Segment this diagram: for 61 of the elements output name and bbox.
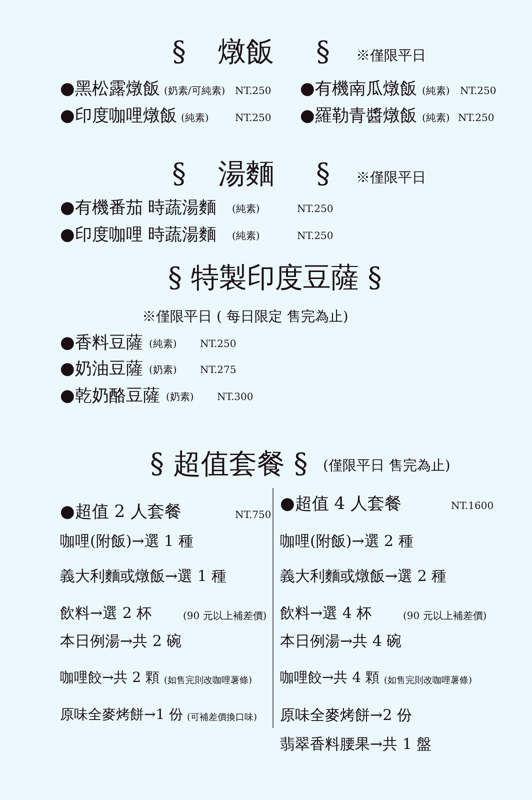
set-item: 飲料→選 2 杯 <box>60 605 152 622</box>
set-item: 本日例湯→共 4 碗 <box>280 633 402 650</box>
menu-item: ●黑松露燉飯 <box>60 80 160 100</box>
section-heading: § <box>316 36 330 68</box>
small-note: (90 元以上補差價) <box>403 611 487 622</box>
note-text: ※僅限平日 <box>356 170 426 186</box>
price-text: NT.1600 <box>451 501 494 512</box>
set-item: 義大利麵或燉飯→選 1 種 <box>60 568 227 586</box>
note-text: (僅限平日 售完為止) <box>323 458 450 474</box>
menu-item: ●乾奶酪豆薩 <box>60 387 160 407</box>
small-note: (如售完則改咖哩薯條) <box>384 676 472 686</box>
menu-item: ●奶油豆薩 <box>60 360 143 380</box>
diet-note: (奶素) <box>166 392 194 404</box>
menu-item: ●超值 2 人套餐 <box>60 503 182 523</box>
diet-note: (純素) <box>422 86 450 98</box>
diet-note: (奶素) <box>149 365 177 376</box>
price-text: NT.275 <box>200 365 236 376</box>
price-text: NT.250 <box>235 113 272 124</box>
set-item: 咖哩(附飯)→選 1 種 <box>60 533 194 550</box>
menu-item: ●有機南瓜燉飯 <box>300 80 417 100</box>
menu-item: ●印度咖哩燉飯 <box>60 107 177 127</box>
section-heading: 燉飯 <box>218 36 274 68</box>
section-heading: § 特製印度豆薩 § <box>168 262 382 294</box>
set-item: 飲料→選 4 杯 <box>280 605 372 622</box>
small-note: (可補差價換口味) <box>187 713 258 724</box>
small-note: (如售完則改咖哩薯條) <box>164 676 252 686</box>
section-heading: 湯麵 <box>218 158 274 190</box>
section-heading: § <box>316 158 330 190</box>
price-text: NT.250 <box>297 204 334 216</box>
menu-item: ●印度咖哩 時蔬湯麵 <box>60 226 216 246</box>
price-text: NT.250 <box>235 86 272 98</box>
set-item: 翡翠香料腰果→共 1 盤 <box>280 736 432 754</box>
set-item: 義大利麵或燉飯→選 2 種 <box>280 568 447 586</box>
note-text: ※僅限平日 <box>356 48 426 64</box>
price-text: NT.250 <box>458 113 494 124</box>
set-item: 咖哩餃→共 4 顆 <box>280 670 380 686</box>
diet-note: (純素) <box>232 204 260 216</box>
set-item: 咖哩餃→共 2 顆 <box>60 670 160 686</box>
price-text: NT.300 <box>217 392 254 404</box>
price-text: NT.750 <box>235 510 272 522</box>
section-heading: § <box>172 158 186 190</box>
small-note: (90 元以上補差價) <box>183 611 267 622</box>
diet-note: (純素) <box>422 113 450 124</box>
diet-note: (純素) <box>232 231 260 242</box>
menu-item: ●羅勒青醬燉飯 <box>300 107 417 127</box>
menu-item: ●香料豆薩 <box>60 334 143 354</box>
set-item: 原味全麥烤餅→2 份 <box>280 707 412 724</box>
price-text: NT.250 <box>297 231 334 242</box>
set-item: 咖哩(附飯)→選 2 種 <box>280 533 414 550</box>
note-text: ※僅限平日 ( 每日限定 售完為止) <box>142 309 348 326</box>
menu-item: ●超值 4 人套餐 <box>280 495 402 515</box>
price-text: NT.250 <box>460 86 496 98</box>
diet-note: (純素) <box>181 113 209 124</box>
section-heading: § <box>172 36 186 68</box>
price-text: NT.250 <box>200 339 236 350</box>
menu-item: ●有機番茄 時蔬湯麵 <box>60 199 216 219</box>
set-item: 本日例湯→共 2 碗 <box>60 633 182 650</box>
set-item: 原味全麥烤餅→1 份 <box>60 707 184 724</box>
section-heading: § 超值套餐 § <box>150 448 308 480</box>
diet-note: (奶素/可純素) <box>164 86 226 98</box>
diet-note: (純素) <box>149 339 177 350</box>
